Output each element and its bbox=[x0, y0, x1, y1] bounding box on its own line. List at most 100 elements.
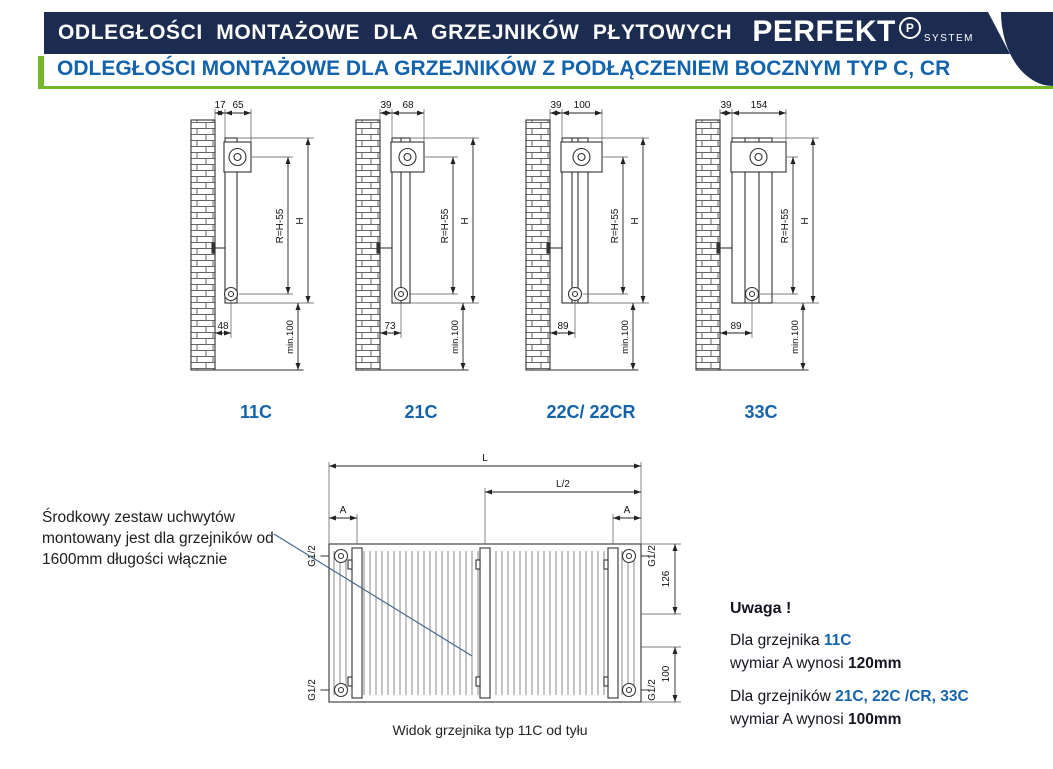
brand-logo: PERFEKT P SYSTEM bbox=[752, 15, 974, 49]
dim-depth: 68 bbox=[402, 100, 414, 111]
dim-bottom: 73 bbox=[384, 321, 396, 332]
radiator-rear-body bbox=[320, 543, 650, 703]
dim-r-label: R=H-55 bbox=[610, 208, 621, 243]
brand-subtitle: SYSTEM bbox=[923, 33, 974, 44]
dim-depth: 100 bbox=[574, 100, 591, 111]
thread-label-bottom-left: G1/2 bbox=[307, 679, 318, 701]
rear-view-caption: Widok grzejnika typ 11C od tyłu bbox=[392, 722, 588, 738]
dim-bottom: 48 bbox=[217, 321, 229, 332]
section-title: ODLEGŁOŚCI MONTAŻOWE DLA GRZEJNIKÓW Z PO… bbox=[57, 57, 951, 80]
radiator-profile bbox=[211, 137, 252, 304]
dimension-lines bbox=[380, 110, 476, 370]
note-type: 11C bbox=[823, 632, 852, 650]
dimension-labels: 39 68 73 R=H-55 H min.100 bbox=[380, 100, 471, 354]
brand-mark-icon: P bbox=[899, 17, 921, 39]
dim-h-label: H bbox=[460, 217, 471, 224]
extension-lines bbox=[328, 462, 681, 703]
dim-r-label: R=H-55 bbox=[275, 208, 286, 243]
thread-label-bottom-right: G1/2 bbox=[647, 679, 658, 701]
type-label-11c: 11C bbox=[239, 402, 273, 422]
note-11c: Dla grzejnika 11C wymiar A wynosi 120mm bbox=[730, 630, 1030, 675]
dimension-lines bbox=[550, 110, 646, 370]
bracket-middle bbox=[475, 547, 491, 699]
mounting-note: Środkowy zestaw uchwytów montowany jest … bbox=[42, 509, 274, 568]
rear-view-diagram: L L/2 A A G1/2 G1/2 G1/2 G1/2 126 100 bbox=[307, 453, 681, 703]
dim-r-label: R=H-55 bbox=[780, 208, 791, 243]
side-view-diagram-22c: 39 100 89 R=H-55 H min.100 bbox=[525, 100, 649, 371]
wall-section bbox=[190, 119, 304, 371]
dim-wall-gap: 39 bbox=[550, 100, 562, 111]
dim-a-left: A bbox=[340, 505, 347, 516]
dimension-lines bbox=[720, 110, 816, 370]
wall-section bbox=[525, 119, 639, 371]
thread-label-top-left: G1/2 bbox=[307, 545, 318, 567]
note-value: 120mm bbox=[848, 654, 902, 672]
dim-bottom-offset: 100 bbox=[661, 665, 672, 682]
dim-bottom: 89 bbox=[730, 321, 742, 332]
dim-length: L bbox=[482, 453, 488, 464]
note-21c-22c-33c: Dla grzejników 21C, 22C /CR, 33C wymiar … bbox=[730, 686, 1030, 731]
header-bar: ODLEGŁOŚCI MONTAŻOWE DLA GRZEJNIKÓW PŁYT… bbox=[44, 12, 1010, 54]
dimension-labels: 39 154 89 R=H-55 H min.100 bbox=[720, 100, 811, 354]
note-line: Dla grzejnika 11C bbox=[730, 630, 1030, 652]
side-view-33c: 39 154 89 R=H-55 H min.100 33C bbox=[690, 98, 860, 423]
dim-min-label: min.100 bbox=[790, 320, 801, 354]
radiator-profile bbox=[546, 137, 603, 304]
notes-panel: Uwaga ! Dla grzejnika 11C wymiar A wynos… bbox=[730, 597, 1030, 742]
page-title: ODLEGŁOŚCI MONTAŻOWE DLA GRZEJNIKÓW PŁYT… bbox=[58, 21, 733, 44]
dim-a-right: A bbox=[624, 505, 631, 516]
note-line: Dla grzejników 21C, 22C /CR, 33C bbox=[730, 686, 1030, 708]
dim-depth: 154 bbox=[751, 100, 768, 111]
radiator-profile bbox=[716, 137, 787, 304]
bracket-left bbox=[347, 547, 363, 699]
thread-connections bbox=[320, 548, 650, 698]
dim-wall-gap: 39 bbox=[720, 100, 732, 111]
green-divider-line bbox=[38, 86, 1053, 89]
type-label-21c: 21C bbox=[404, 402, 438, 422]
dimension-labels: L L/2 A A G1/2 G1/2 G1/2 G1/2 126 100 bbox=[307, 453, 672, 701]
wall-section bbox=[695, 119, 809, 371]
dimension-lines bbox=[329, 463, 678, 702]
dim-min-label: min.100 bbox=[620, 320, 631, 354]
dim-depth: 65 bbox=[232, 100, 244, 111]
dimension-lines bbox=[215, 110, 311, 370]
note-line: wymiar A wynosi 120mm bbox=[730, 653, 1030, 675]
dim-min-label: min.100 bbox=[450, 320, 461, 354]
dim-h-label: H bbox=[630, 217, 641, 224]
dim-bottom: 89 bbox=[557, 321, 569, 332]
side-view-diagram-11c: 17 65 48 R=H-55 H min.100 bbox=[190, 100, 314, 371]
dim-wall-gap: 39 bbox=[380, 100, 392, 111]
warning-title: Uwaga ! bbox=[730, 600, 792, 617]
dimension-labels: 39 100 89 R=H-55 H min.100 bbox=[550, 100, 641, 354]
note-text: Dla grzejnika bbox=[730, 632, 824, 650]
dim-min-label: min.100 bbox=[285, 320, 296, 354]
bracket-right bbox=[603, 547, 619, 699]
side-view-diagram-21c: 39 68 73 R=H-55 H min.100 bbox=[355, 100, 479, 371]
dim-r-label: R=H-55 bbox=[440, 208, 451, 243]
dimension-labels: 17 65 48 R=H-55 H min.100 bbox=[214, 100, 306, 354]
type-label-22c: 22C/ 22CR bbox=[546, 402, 636, 422]
dim-half-length: L/2 bbox=[556, 479, 570, 490]
note-text: Dla grzejników bbox=[730, 688, 836, 706]
note-line: wymiar A wynosi 100mm bbox=[730, 709, 1030, 731]
note-text: wymiar A wynosi bbox=[730, 710, 849, 728]
brand-name: PERFEKT bbox=[752, 15, 896, 48]
note-type: 21C, 22C /CR, 33C bbox=[835, 688, 969, 706]
dim-top-offset: 126 bbox=[661, 570, 672, 587]
side-view-21c: 39 68 73 R=H-55 H min.100 21C bbox=[350, 98, 520, 423]
radiator-profile bbox=[376, 137, 425, 304]
side-view-diagram-33c: 39 154 89 R=H-55 H min.100 bbox=[695, 100, 819, 371]
leader-line bbox=[273, 533, 473, 657]
dim-wall-gap: 17 bbox=[214, 100, 226, 111]
note-text: wymiar A wynosi bbox=[730, 654, 849, 672]
side-view-22c: 39 100 89 R=H-55 H min.100 22C/ 22CR bbox=[520, 98, 690, 423]
rear-view: L L/2 A A G1/2 G1/2 G1/2 G1/2 126 100 Wi… bbox=[295, 448, 685, 738]
green-accent-bar bbox=[38, 56, 44, 86]
dim-h-label: H bbox=[800, 217, 811, 224]
type-label-33c: 33C bbox=[744, 402, 778, 422]
side-view-11c: 17 65 48 R=H-55 H min.100 11C bbox=[185, 98, 355, 423]
dim-h-label: H bbox=[295, 217, 306, 224]
wall-section bbox=[355, 119, 469, 371]
note-value: 100mm bbox=[848, 710, 902, 728]
thread-label-top-right: G1/2 bbox=[647, 545, 658, 567]
